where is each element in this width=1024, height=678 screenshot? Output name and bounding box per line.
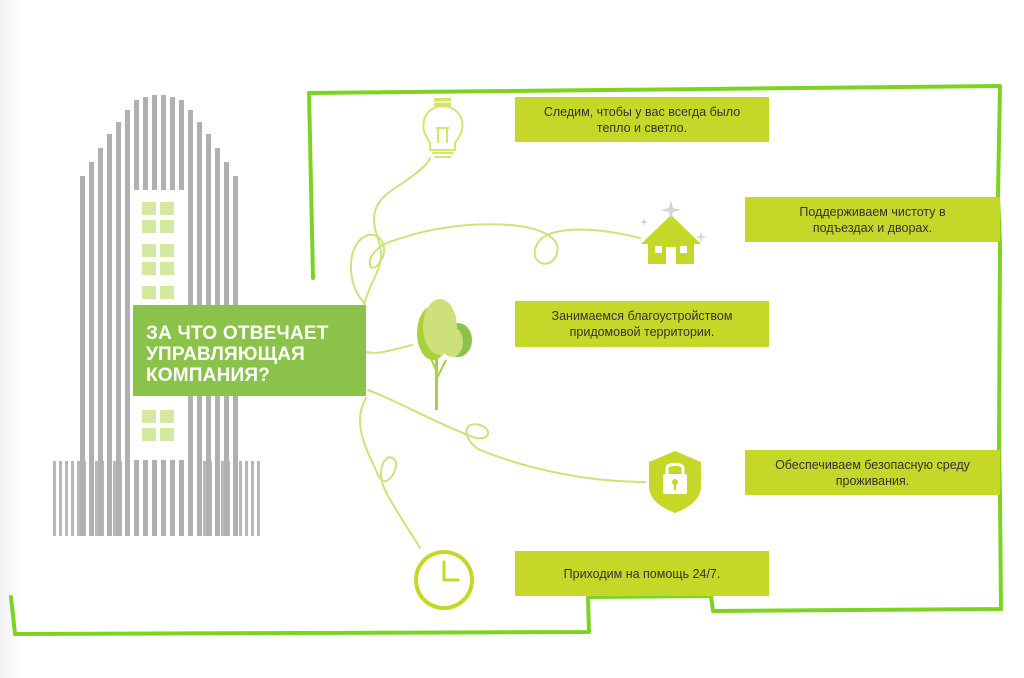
connector-to-bulb (363, 157, 431, 306)
page-title: За что отвечает управляющая компания? (133, 305, 366, 396)
clock-icon (414, 550, 474, 610)
tree-icon (417, 299, 472, 410)
house-icon (640, 200, 707, 264)
lock-shield-icon (649, 451, 701, 513)
info-box-safety: Обеспечиваем безопасную среду проживания… (745, 450, 1000, 495)
info-box-heat-light: Следим, чтобы у вас всегда было тепло и … (515, 97, 769, 142)
info-box-help-24-7: Приходим на помощь 24/7. (515, 551, 769, 596)
light-bulb-icon (422, 98, 464, 158)
info-box-landscaping: Занимаемся благоустройством придомовой т… (515, 301, 769, 347)
connector-to-clock (359, 397, 421, 549)
connector-to-tree (365, 344, 413, 354)
connector-to-house (349, 223, 641, 303)
connector-to-lock (367, 389, 646, 483)
green-frame (9, 84, 1003, 636)
info-box-cleanliness: Поддерживаем чистоту в подъездах и двора… (745, 197, 1000, 242)
connector-lines (349, 157, 646, 549)
